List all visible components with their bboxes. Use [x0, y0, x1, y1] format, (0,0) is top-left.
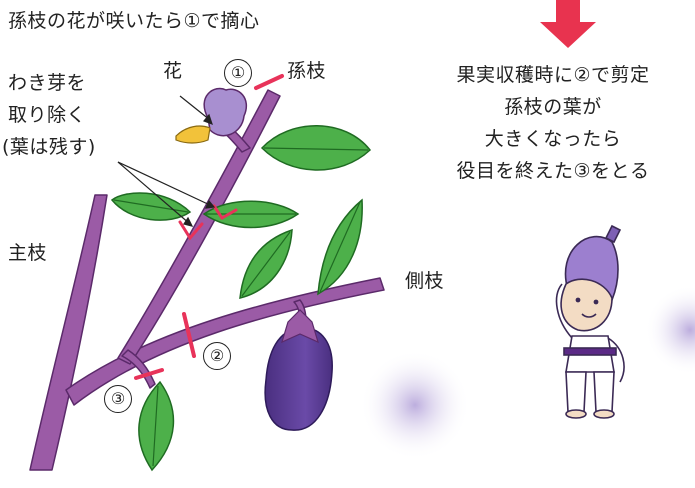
instruction-line-2: 孫枝の葉が [504, 96, 602, 118]
pointer-lines [117, 95, 216, 227]
label-bud-removal-1: わき芽を [8, 72, 87, 94]
label-main-branch: 主枝 [8, 242, 48, 264]
removed-buds [178, 204, 238, 241]
cut-mark-2 [182, 312, 196, 358]
leaf-veins [113, 147, 369, 467]
decorative-glow [360, 350, 470, 460]
down-arrow-icon [540, 0, 596, 48]
label-flower: 花 [163, 60, 183, 82]
mascot-icon [555, 224, 625, 419]
decorative-glow [645, 285, 695, 375]
eggplant-icon [264, 309, 333, 431]
cut-marker-1-label: ① [224, 59, 252, 87]
cut-marker-3-label: ③ [104, 385, 132, 413]
leaf [138, 380, 175, 472]
label-bud-removal-2: 取り除く [8, 104, 87, 126]
instruction-line-4: 役目を終えた③をとる [456, 160, 650, 182]
label-bud-removal-3: (葉は残す) [2, 136, 96, 158]
label-side-branch: 側枝 [405, 270, 445, 292]
label-grandchild-branch: 孫枝 [287, 60, 327, 82]
heading: 孫枝の花が咲いたら①で摘心 [8, 10, 260, 32]
instruction-line-3: 大きくなったら [484, 128, 622, 150]
flower-icon [175, 87, 247, 144]
leaf [260, 125, 372, 171]
cut-marker-2-label: ② [203, 342, 231, 370]
cut-mark-1 [254, 74, 284, 90]
instruction-line-1: 果実収穫時に②で剪定 [456, 64, 650, 86]
cut-marks [134, 74, 284, 380]
cut-mark-3 [134, 368, 164, 380]
